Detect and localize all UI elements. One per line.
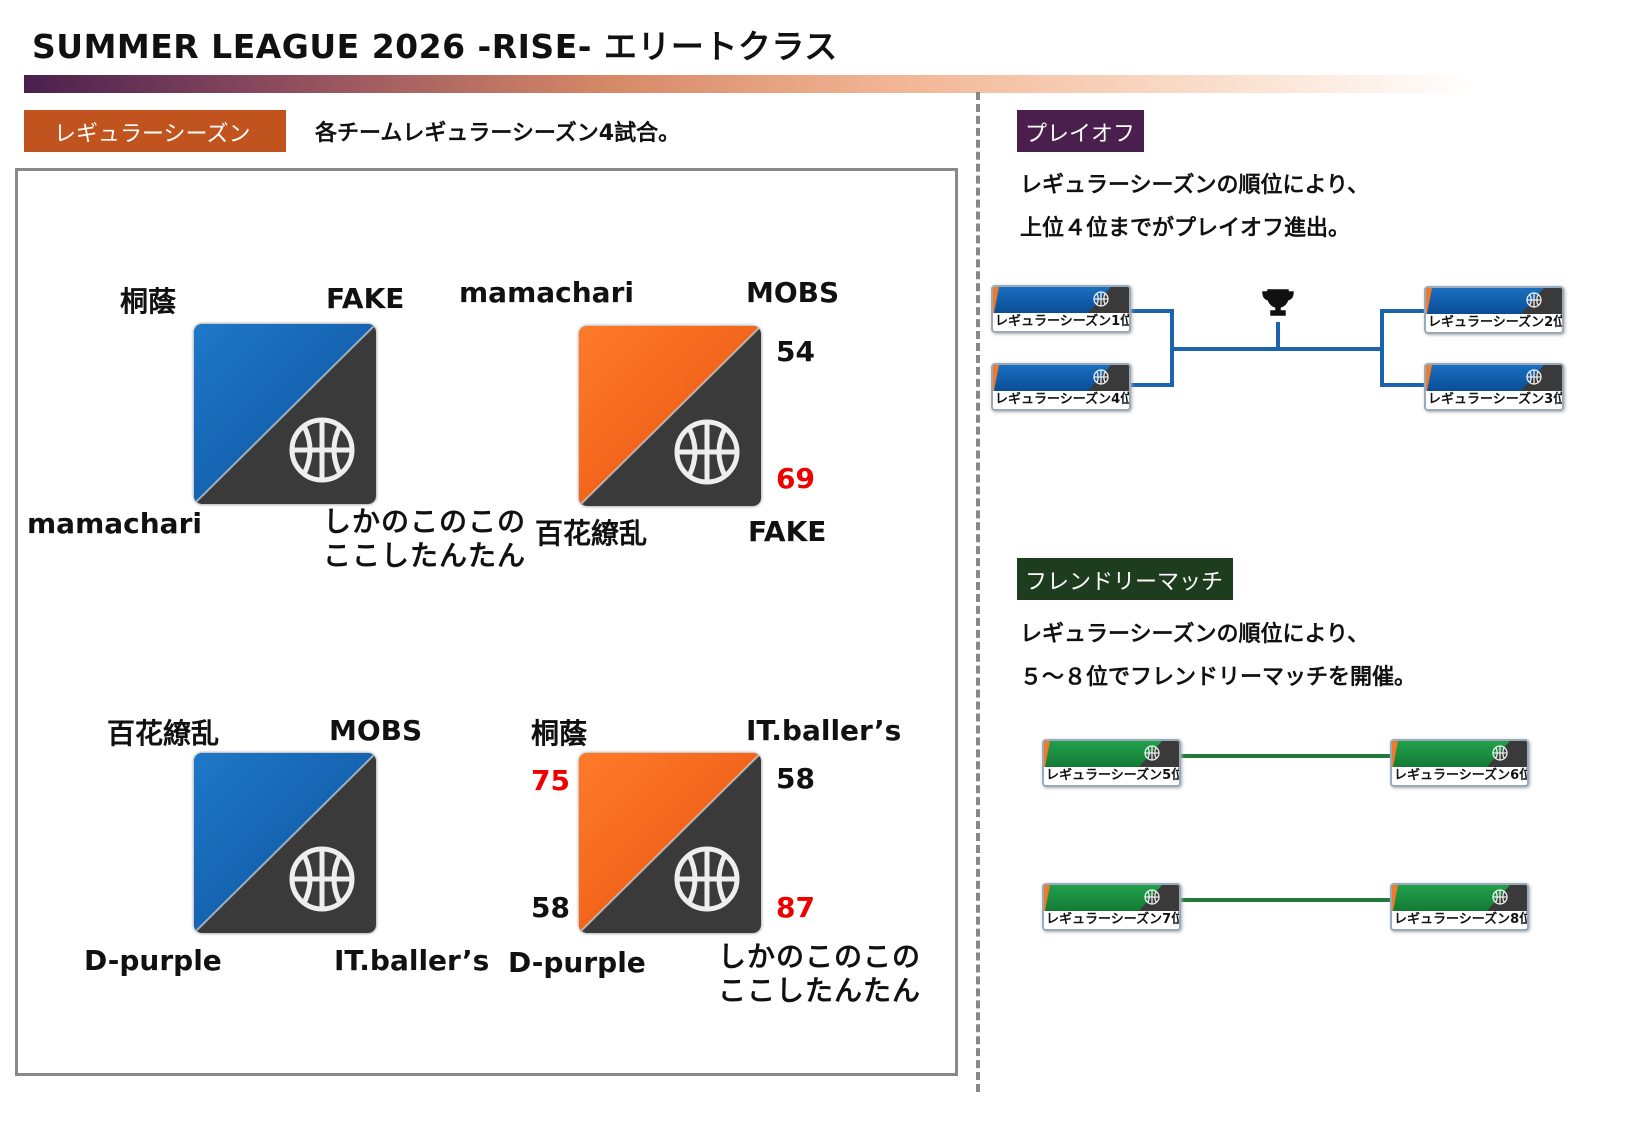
basketball-icon xyxy=(1093,291,1109,307)
playoff-seed-card: レギュラーシーズン2位 xyxy=(1424,286,1564,334)
title-gradient-bar xyxy=(24,75,1474,93)
team-label: MOBS xyxy=(746,276,840,309)
basketball-icon xyxy=(289,417,355,483)
score: 58 xyxy=(776,762,815,795)
team-label: 百花繚乱 xyxy=(107,717,220,750)
team-label: FAKE xyxy=(326,282,405,315)
basketball-icon xyxy=(289,846,355,912)
score: 75 xyxy=(531,764,570,797)
team-label-line: ここしたんたん xyxy=(323,539,527,572)
divider xyxy=(976,92,980,1092)
bracket-line xyxy=(1130,383,1172,387)
score: 58 xyxy=(531,891,570,924)
playoff-desc: 上位４位までがプレイオフ進出。 xyxy=(1020,216,1351,241)
friendly-seed-card: レギュラーシーズン6位 xyxy=(1390,739,1529,787)
playoff-desc: レギュラーシーズンの順位により、 xyxy=(1020,173,1370,198)
regular-season-tag: レギュラーシーズン xyxy=(24,110,286,152)
match-line xyxy=(1180,754,1390,758)
bracket-line xyxy=(1130,309,1172,313)
playoff-seed-card: レギュラーシーズン4位 xyxy=(991,363,1131,411)
playoff-tag: プレイオフ xyxy=(1017,110,1144,152)
team-label: 桐蔭 xyxy=(120,285,177,318)
seed-label: レギュラーシーズン7位 xyxy=(1046,912,1181,927)
team-label: しかのこのこのここしたんたん xyxy=(323,505,526,573)
basketball-tile-blue xyxy=(194,324,376,504)
basketball-tile-orange xyxy=(579,753,761,933)
bracket-line xyxy=(1380,309,1384,387)
regular-season-panel xyxy=(15,168,958,1076)
friendly-seed-card: レギュラーシーズン5位 xyxy=(1042,739,1181,787)
score: 69 xyxy=(776,462,815,495)
team-label: D-purple xyxy=(508,946,646,979)
page-title: SUMMER LEAGUE 2026 -RISE- エリートクラス xyxy=(32,27,838,66)
score: 87 xyxy=(776,891,815,924)
friendly-desc: レギュラーシーズンの順位により、 xyxy=(1020,622,1370,647)
basketball-icon xyxy=(1492,889,1508,905)
regular-season-desc: 各チームレギュラーシーズン4試合。 xyxy=(315,121,681,146)
basketball-tile-blue xyxy=(194,753,376,933)
team-label: mamachari xyxy=(27,507,202,540)
team-label: しかのこのこのここしたんたん xyxy=(718,940,921,1008)
team-label: FAKE xyxy=(748,515,827,548)
playoff-seed-card: レギュラーシーズン3位 xyxy=(1424,363,1564,411)
seed-label: レギュラーシーズン8位 xyxy=(1394,912,1529,927)
score: 54 xyxy=(776,335,815,368)
seed-label: レギュラーシーズン5位 xyxy=(1046,768,1181,783)
match-line xyxy=(1180,898,1390,902)
seed-label: レギュラーシーズン1位 xyxy=(995,314,1131,329)
basketball-icon xyxy=(1526,369,1542,385)
team-label: 百花繚乱 xyxy=(535,517,648,550)
basketball-icon xyxy=(1093,369,1109,385)
team-label: 桐蔭 xyxy=(531,717,588,750)
basketball-tile-orange xyxy=(579,326,761,506)
seed-label: レギュラーシーズン4位 xyxy=(995,392,1131,407)
basketball-icon xyxy=(1144,745,1160,761)
bracket-line xyxy=(1170,347,1384,351)
team-label: D-purple xyxy=(84,944,222,977)
team-label: IT.baller’s xyxy=(746,714,902,747)
playoff-seed-card: レギュラーシーズン1位 xyxy=(991,285,1131,333)
seed-label: レギュラーシーズン6位 xyxy=(1394,768,1529,783)
basketball-icon xyxy=(1144,889,1160,905)
seed-label: レギュラーシーズン3位 xyxy=(1428,392,1564,407)
basketball-icon xyxy=(1492,745,1508,761)
friendly-seed-card: レギュラーシーズン7位 xyxy=(1042,883,1181,931)
bracket-line xyxy=(1276,322,1280,349)
basketball-icon xyxy=(1526,292,1542,308)
team-label-line: ここしたんたん xyxy=(718,974,922,1007)
team-label-line: しかのこのこの xyxy=(323,505,527,538)
basketball-icon xyxy=(674,846,740,912)
bracket-line xyxy=(1380,383,1424,387)
basketball-icon xyxy=(674,419,740,485)
team-label-line: しかのこのこの xyxy=(718,940,922,973)
team-label: MOBS xyxy=(329,714,423,747)
team-label: IT.baller’s xyxy=(334,944,490,977)
friendly-desc: ５～８位でフレンドリーマッチを開催。 xyxy=(1020,665,1417,690)
friendly-tag: フレンドリーマッチ xyxy=(1017,558,1233,600)
team-label: mamachari xyxy=(459,276,634,309)
seed-label: レギュラーシーズン2位 xyxy=(1428,315,1564,330)
friendly-seed-card: レギュラーシーズン8位 xyxy=(1390,883,1529,931)
bracket-line xyxy=(1380,309,1424,313)
trophy-icon xyxy=(1262,289,1294,316)
